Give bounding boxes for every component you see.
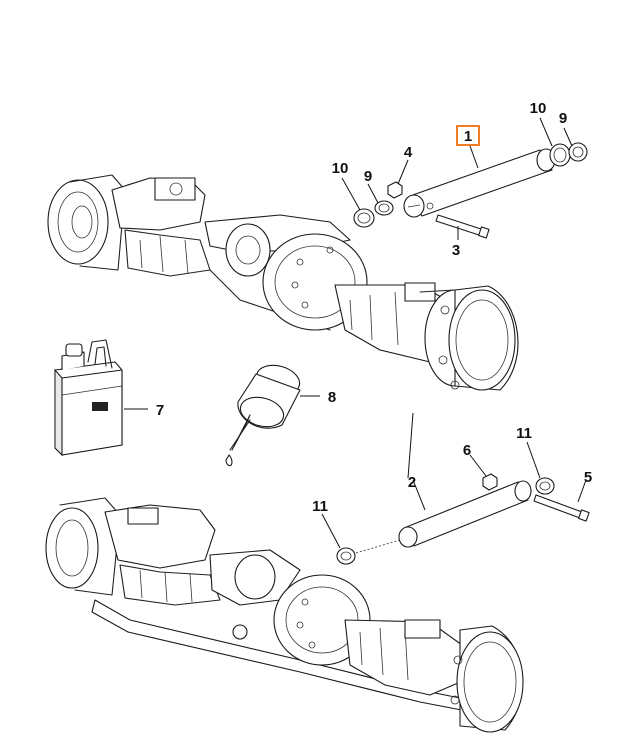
callout-2: 2 <box>408 474 416 491</box>
jcb-logo <box>92 402 108 411</box>
sealant-tube-8 <box>225 364 301 467</box>
pivot-pin-1 <box>403 148 556 218</box>
callout-labels: 1 2 3 4 5 6 7 8 9 9 10 10 11 11 <box>156 100 592 515</box>
circlip-9-right <box>568 142 588 162</box>
circlip-9-left <box>374 200 394 216</box>
callout-7: 7 <box>156 402 164 419</box>
callout-11-right: 11 <box>516 425 532 442</box>
callout-4: 4 <box>404 144 413 161</box>
callout-10-left: 10 <box>332 160 349 177</box>
callout-1: 1 <box>464 128 472 145</box>
lower-axle-assembly <box>45 497 524 733</box>
callout-11-left: 11 <box>312 498 328 515</box>
upper-axle-assembly <box>47 174 519 391</box>
o-ring-10-left <box>353 208 375 228</box>
leader-lines <box>124 117 587 549</box>
callout-9-left: 9 <box>364 168 372 185</box>
o-ring-11-left <box>336 547 356 565</box>
bolt-3 <box>435 214 490 239</box>
callout-3: 3 <box>452 242 460 259</box>
o-ring-11-right <box>535 477 555 495</box>
callout-6: 6 <box>463 442 471 459</box>
oil-container-7 <box>54 339 123 457</box>
bolt-5 <box>533 494 590 522</box>
callout-5: 5 <box>584 469 592 486</box>
callout-10-right: 10 <box>530 100 547 117</box>
o-ring-10-right <box>549 143 571 167</box>
grease-nipple-6 <box>482 473 498 491</box>
highlight-box-1 <box>456 125 480 146</box>
callout-9-right: 9 <box>559 110 567 127</box>
grease-nipple-4 <box>387 181 403 199</box>
callout-8: 8 <box>328 389 336 406</box>
pivot-pin-2 <box>398 480 532 548</box>
